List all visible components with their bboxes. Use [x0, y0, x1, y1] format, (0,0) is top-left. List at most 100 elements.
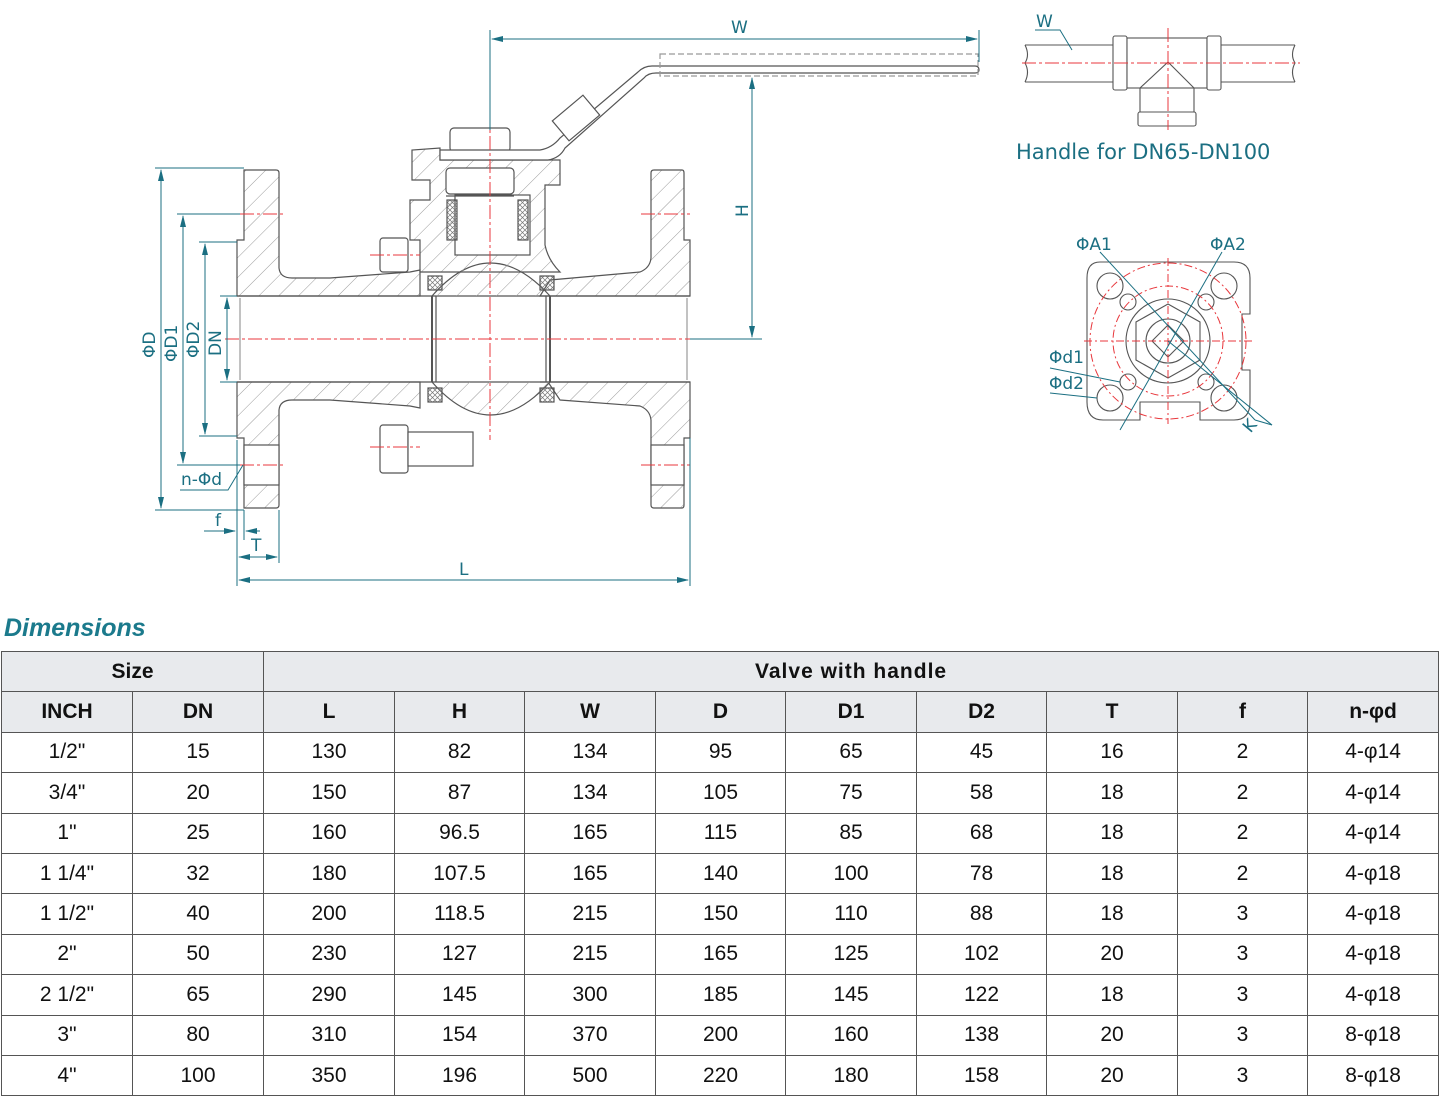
table-cell: 65	[132, 974, 264, 1016]
table-cell: 50	[132, 933, 264, 976]
table-cell: 75	[785, 772, 917, 814]
column-header: D1	[785, 691, 917, 733]
table-cell: 215	[524, 893, 656, 935]
column-header: n-φd	[1306, 691, 1440, 733]
tee-handle-drawing	[1024, 35, 1296, 127]
table-cell: 4-φ18	[1306, 852, 1440, 895]
dim-label-l: L	[459, 560, 469, 580]
valve-body	[236, 53, 980, 509]
table-cell: 82	[394, 731, 525, 774]
table-cell: 122	[916, 974, 1047, 1016]
table-cell: 134	[524, 731, 656, 774]
table-cell: 154	[394, 1014, 525, 1056]
table-cell: 160	[785, 1014, 917, 1056]
table-cell: 88	[916, 893, 1047, 935]
table-cell: 138	[916, 1014, 1047, 1056]
table-cell: 85	[785, 812, 917, 854]
table-cell: 1/2"	[1, 731, 133, 774]
table-cell: 58	[916, 772, 1047, 814]
table-cell: 300	[524, 974, 656, 1016]
table-cell: 118.5	[394, 893, 525, 935]
table-cell: 18	[1046, 893, 1178, 935]
table-cell: 3	[1177, 1014, 1308, 1056]
valve-drawing: W H ΦD ΦD1 ΦD2 DN n-Φd f T L W Handle fo…	[140, 12, 1300, 586]
table-cell: 20	[132, 772, 264, 814]
group-header-valve: Valve with handle	[262, 650, 1440, 693]
column-header: H	[394, 691, 525, 733]
table-cell: 220	[655, 1054, 786, 1097]
table-cell: 310	[263, 1014, 395, 1056]
table-cell: 134	[524, 772, 656, 814]
dim-label-phi-d1: ΦD1	[162, 324, 182, 362]
table-cell: 20	[1046, 1014, 1178, 1056]
dim-label-phi-a1: ΦA1	[1076, 235, 1112, 255]
dim-label-n-phid: n-Φd	[181, 470, 223, 490]
dimension-lines	[155, 30, 980, 586]
table-cell: 32	[132, 852, 264, 895]
table-cell: 4-φ14	[1306, 812, 1440, 854]
dim-label-phi-a2: ΦA2	[1210, 235, 1246, 255]
table-cell: 200	[655, 1014, 786, 1056]
column-header: W	[524, 691, 656, 733]
table-cell: 1 1/2"	[1, 893, 133, 935]
table-cell: 2 1/2"	[1, 974, 133, 1016]
table-cell: 200	[263, 893, 395, 935]
table-cell: 3	[1177, 893, 1308, 935]
table-cell: 145	[394, 974, 525, 1016]
table-cell: 2	[1177, 731, 1308, 774]
table-cell: 130	[263, 731, 395, 774]
table-cell: 4-φ14	[1306, 731, 1440, 774]
table-cell: 45	[916, 731, 1047, 774]
dim-label-f: f	[215, 511, 221, 531]
table-cell: 145	[785, 974, 917, 1016]
table-cell: 4-φ14	[1306, 772, 1440, 814]
table-cell: 150	[263, 772, 395, 814]
table-cell: 180	[785, 1054, 917, 1097]
dim-label-phi-d-small1: Φd1	[1049, 348, 1084, 368]
table-cell: 78	[916, 852, 1047, 895]
table-cell: 165	[524, 852, 656, 895]
group-header-size: Size	[1, 650, 264, 693]
table-cell: 20	[1046, 933, 1178, 976]
table-cell: 18	[1046, 974, 1178, 1016]
table-cell: 2"	[1, 933, 133, 976]
table-cell: 350	[263, 1054, 395, 1097]
table-cell: 150	[655, 893, 786, 935]
tee-label-w: W	[1036, 12, 1053, 32]
column-header: T	[1046, 691, 1178, 733]
table-cell: 40	[132, 893, 264, 935]
table-cell: 3	[1177, 974, 1308, 1016]
table-cell: 4"	[1, 1054, 133, 1097]
dim-label-w: W	[731, 18, 748, 38]
table-cell: 4-φ18	[1306, 974, 1440, 1016]
table-cell: 140	[655, 852, 786, 895]
table-cell: 165	[655, 933, 786, 976]
table-cell: 125	[785, 933, 917, 976]
table-cell: 87	[394, 772, 525, 814]
column-header: D2	[916, 691, 1047, 733]
table-cell: 80	[132, 1014, 264, 1056]
table-cell: 185	[655, 974, 786, 1016]
dim-label-dn: DN	[206, 330, 226, 356]
table-cell: 500	[524, 1054, 656, 1097]
table-cell: 15	[132, 731, 264, 774]
table-cell: 18	[1046, 772, 1178, 814]
column-header: f	[1177, 691, 1308, 733]
table-cell: 196	[394, 1054, 525, 1097]
table-cell: 180	[263, 852, 395, 895]
dim-label-phi-d-small2: Φd2	[1049, 374, 1084, 394]
table-cell: 100	[132, 1054, 264, 1097]
table-cell: 2	[1177, 852, 1308, 895]
table-cell: 3"	[1, 1014, 133, 1056]
column-header: L	[263, 691, 395, 733]
table-cell: 20	[1046, 1054, 1178, 1097]
table-cell: 65	[785, 731, 917, 774]
table-cell: 127	[394, 933, 525, 976]
table-cell: 160	[263, 812, 395, 854]
